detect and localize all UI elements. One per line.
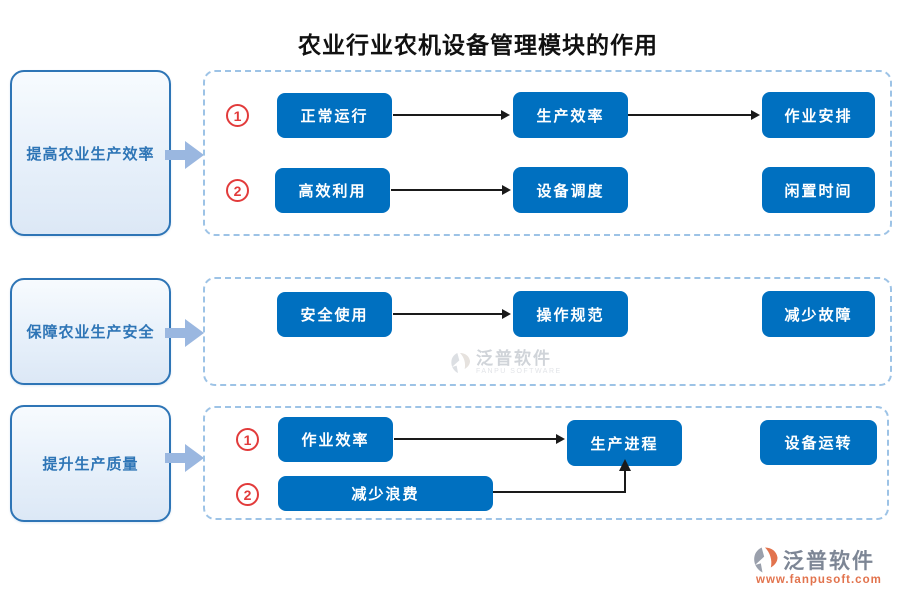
page-title: 农业行业农机设备管理模块的作用 — [298, 33, 658, 58]
cause-box-quality: 提升生产质量 — [10, 405, 171, 522]
node-operation-standard: 操作规范 — [513, 291, 628, 337]
fanpu-logo-icon — [754, 547, 778, 573]
node-reduce-failure: 减少故障 — [762, 291, 875, 337]
node-equipment-running: 设备运转 — [760, 420, 877, 465]
step-number-badge: 2 — [236, 483, 259, 506]
node-production-efficiency: 生产效率 — [513, 92, 628, 138]
brand-footer: 泛普软件 www.fanpusoft.com — [750, 545, 882, 586]
node-idle-time: 闲置时间 — [762, 167, 875, 213]
connector-arrow — [393, 110, 510, 120]
elbow-connector-arrow — [493, 459, 631, 493]
block-arrow-icon — [165, 444, 204, 472]
step-number-badge: 1 — [226, 104, 249, 127]
panel-efficiency — [203, 70, 892, 236]
cause-box-efficiency: 提高农业生产效率 — [10, 70, 171, 236]
block-arrow-icon — [165, 319, 204, 347]
watermark-subtitle: FANPU SOFTWARE — [476, 368, 562, 375]
node-job-scheduling: 作业安排 — [762, 92, 875, 138]
panel-quality — [203, 406, 889, 520]
node-normal-operation: 正常运行 — [277, 93, 392, 138]
node-work-efficiency: 作业效率 — [278, 417, 393, 462]
step-number-badge: 2 — [226, 179, 249, 202]
node-efficient-use: 高效利用 — [275, 168, 390, 213]
connector-arrow — [628, 110, 760, 120]
node-production-progress: 生产进程 — [567, 420, 682, 466]
watermark-name: 泛普软件 — [476, 349, 552, 368]
block-arrow-icon — [165, 141, 204, 169]
brand-name: 泛普软件 — [783, 550, 875, 573]
node-equipment-dispatch: 设备调度 — [513, 167, 628, 213]
panel-safety — [203, 277, 892, 386]
connector-arrow — [391, 185, 511, 195]
cause-box-safety: 保障农业生产安全 — [10, 278, 171, 385]
node-reduce-waste: 减少浪费 — [278, 476, 493, 511]
connector-arrow — [394, 434, 565, 444]
node-safe-use: 安全使用 — [277, 292, 392, 337]
step-number-badge: 1 — [236, 428, 259, 451]
fanpu-logo-icon — [451, 353, 470, 373]
center-watermark: 泛普软件 FANPU SOFTWARE — [448, 349, 562, 377]
connector-arrow — [393, 309, 511, 319]
brand-url: www.fanpusoft.com — [756, 574, 882, 586]
